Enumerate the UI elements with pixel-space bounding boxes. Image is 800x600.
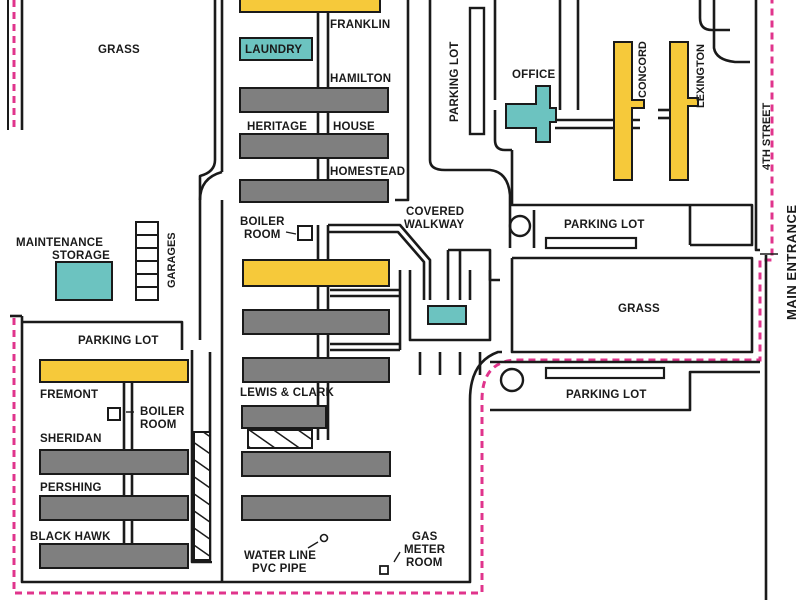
label-pershing: PERSHING bbox=[40, 482, 102, 494]
label-parking-lot-vertical: PARKING LOT bbox=[449, 41, 461, 122]
label-house: HOUSE bbox=[333, 121, 375, 133]
label-grass-top: GRASS bbox=[98, 44, 140, 56]
building-franklin bbox=[239, 0, 381, 13]
building-sheridan bbox=[39, 449, 189, 475]
label-lexington: LEXINGTON bbox=[695, 44, 707, 108]
label-parking-lot-right-bottom: PARKING LOT bbox=[566, 389, 647, 401]
label-office: OFFICE bbox=[512, 69, 555, 81]
label-boiler-room-1-l2: ROOM bbox=[244, 229, 281, 241]
walkway-stripe bbox=[193, 431, 211, 561]
highlight-buildings bbox=[39, 0, 699, 383]
label-garages: GARAGES bbox=[166, 232, 178, 288]
label-gas-meter-2: METER bbox=[404, 544, 446, 556]
building-lewis-clark bbox=[241, 405, 327, 429]
service-buildings bbox=[55, 37, 557, 325]
building-fremont bbox=[39, 359, 189, 383]
label-water-line-2: PVC PIPE bbox=[252, 563, 307, 575]
label-4th-street: 4TH STREET bbox=[761, 102, 773, 170]
existing-buildings bbox=[39, 87, 391, 569]
building-center-3 bbox=[242, 357, 390, 383]
label-hamilton: HAMILTON bbox=[330, 73, 391, 85]
label-sheridan: SHERIDAN bbox=[40, 433, 102, 445]
building-covered-walkway-shelter bbox=[427, 305, 467, 325]
label-concord: CONCORD bbox=[637, 41, 649, 98]
property-boundary bbox=[12, 0, 774, 595]
label-fremont: FREMONT bbox=[40, 389, 98, 401]
building-maintenance-storage bbox=[55, 261, 113, 301]
roundabout-circle-top bbox=[508, 214, 532, 238]
boiler-room-box-1 bbox=[297, 225, 313, 241]
map-labels: GRASS FRANKLIN LAUNDRY HAMILTON HERITAGE… bbox=[16, 19, 799, 575]
label-covered-walkway-2: WALKWAY bbox=[404, 219, 465, 231]
label-covered-walkway-1: COVERED bbox=[406, 206, 464, 218]
gas-meter-arrow bbox=[393, 551, 401, 563]
building-center-5 bbox=[241, 451, 391, 477]
parking-median-bottom-right bbox=[544, 366, 666, 380]
building-yellow-center bbox=[242, 259, 390, 287]
building-office bbox=[505, 85, 557, 143]
label-grass-right: GRASS bbox=[618, 303, 660, 315]
label-water-line-1: WATER LINE bbox=[244, 550, 316, 562]
boiler-room-box-2 bbox=[107, 407, 121, 421]
label-laundry: LAUNDRY bbox=[245, 44, 302, 56]
label-franklin: FRANKLIN bbox=[330, 19, 390, 31]
building-center-2 bbox=[242, 309, 390, 335]
label-boiler-room-2-l2: ROOM bbox=[140, 419, 177, 431]
label-boiler-room-2-l1: BOILER bbox=[140, 406, 185, 418]
water-line-arrow bbox=[307, 541, 319, 549]
building-lexington bbox=[669, 41, 699, 181]
building-laundry bbox=[239, 37, 313, 61]
label-black-hawk: BLACK HAWK bbox=[30, 531, 111, 543]
label-homestead: HOMESTEAD bbox=[330, 166, 405, 178]
parking-median-top-right bbox=[544, 236, 638, 250]
label-maintenance-l2: STORAGE bbox=[52, 250, 110, 262]
building-center-6 bbox=[241, 495, 391, 521]
building-hamilton bbox=[239, 87, 389, 113]
building-pershing bbox=[39, 495, 189, 521]
water-line-marker bbox=[319, 533, 329, 543]
parking-median-vertical bbox=[468, 6, 486, 136]
building-concord bbox=[613, 41, 645, 181]
gas-meter-box bbox=[379, 565, 389, 575]
label-parking-lot-right-top: PARKING LOT bbox=[564, 219, 645, 231]
label-heritage: HERITAGE bbox=[247, 121, 307, 133]
building-homestead bbox=[239, 179, 389, 203]
label-boiler-room-1-l1: BOILER bbox=[240, 216, 285, 228]
building-hatched bbox=[247, 429, 313, 449]
building-heritage-house bbox=[239, 133, 389, 159]
label-gas-meter-3: ROOM bbox=[406, 557, 443, 569]
label-maintenance-l1: MAINTENANCE bbox=[16, 237, 103, 249]
garages bbox=[135, 221, 159, 301]
building-black-hawk bbox=[39, 543, 189, 569]
label-parking-lot-left: PARKING LOT bbox=[78, 335, 159, 347]
boiler-arrow-1 bbox=[285, 231, 297, 235]
roundabout-circle-bottom bbox=[499, 367, 525, 393]
label-gas-meter-1: GAS bbox=[412, 531, 438, 543]
label-main-entrance: MAIN ENTRANCE bbox=[784, 204, 799, 320]
label-lewis-clark: LEWIS & CLARK bbox=[240, 387, 334, 399]
